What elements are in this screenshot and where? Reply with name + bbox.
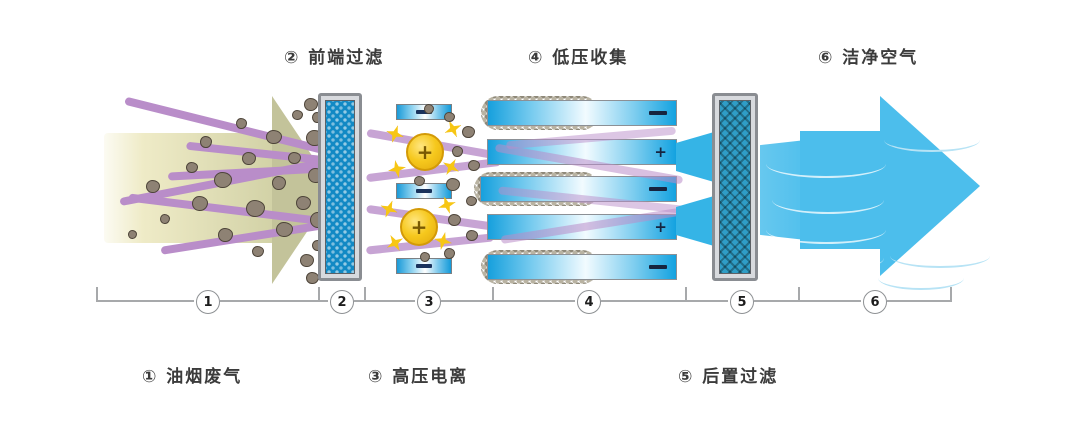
- charged-particle: [414, 176, 425, 186]
- airflow-wave: [766, 216, 886, 244]
- charged-particle: [444, 112, 455, 122]
- charged-particle: [466, 196, 477, 206]
- stage-label-2: ② 前端过滤: [284, 48, 385, 68]
- scale-line: [441, 300, 575, 302]
- positive-ion: +: [400, 208, 438, 246]
- grease-particle: [200, 136, 212, 148]
- grease-particle: [288, 152, 301, 164]
- grease-particle: [252, 246, 264, 257]
- scale-line: [220, 300, 328, 302]
- scale-segment-number: 5: [730, 290, 754, 314]
- minus-icon: [649, 265, 667, 269]
- scale-line: [96, 300, 194, 302]
- grease-particle: [160, 214, 170, 224]
- stage-label-4: ④ 低压收集: [528, 48, 629, 68]
- scale-line: [887, 300, 950, 302]
- scale-tick: [364, 287, 366, 302]
- scale-line: [754, 300, 861, 302]
- grease-particle: [272, 176, 286, 190]
- grease-particle: [218, 228, 233, 242]
- grease-particle: [186, 162, 198, 173]
- minus-icon: [416, 189, 432, 193]
- airflow-wave: [890, 244, 990, 268]
- grease-particle: [128, 230, 137, 239]
- grease-particle: [236, 118, 247, 129]
- minus-icon: [649, 187, 667, 191]
- filter-mesh: [719, 100, 751, 274]
- charged-particle: [448, 214, 461, 226]
- collector-plate-negative[interactable]: [487, 100, 677, 126]
- scale-tick: [950, 287, 952, 302]
- airflow-wave: [772, 186, 884, 214]
- scale-tick: [96, 287, 98, 302]
- scale-segment-number: 1: [196, 290, 220, 314]
- scale-line: [601, 300, 728, 302]
- grease-particle: [292, 110, 303, 120]
- stage-label-3: ③ 高压电离: [368, 367, 469, 387]
- scale-tick: [685, 287, 687, 302]
- grease-particle: [304, 98, 318, 111]
- grease-particle: [296, 196, 311, 210]
- scale-tick: [318, 287, 320, 302]
- scale-tick: [492, 287, 494, 302]
- plus-icon: +: [654, 217, 667, 236]
- positive-ion: +: [406, 133, 444, 171]
- minus-icon: [649, 111, 667, 115]
- scale-line: [354, 300, 415, 302]
- grease-particle: [276, 222, 293, 237]
- grease-particle: [300, 254, 314, 267]
- scale-segment-number: 6: [863, 290, 887, 314]
- charged-particle: [446, 178, 460, 191]
- charged-particle: [444, 248, 455, 259]
- grease-particle: [242, 152, 256, 165]
- scale-tick: [798, 287, 800, 302]
- front-filter-panel[interactable]: [318, 93, 362, 281]
- scale-segment-number: 2: [330, 290, 354, 314]
- charged-particle: [424, 104, 434, 114]
- filter-mesh: [325, 100, 355, 274]
- air-wedge: [676, 196, 714, 246]
- grease-particle: [214, 172, 232, 188]
- airflow-wave: [780, 244, 884, 272]
- airflow-wave: [884, 128, 980, 152]
- grease-particle: [146, 180, 160, 193]
- stage-label-1: ① 油烟废气: [142, 367, 243, 387]
- grease-particle: [192, 196, 208, 211]
- stage-label-5: ⑤ 后置过滤: [678, 367, 779, 387]
- airflow-wave: [878, 266, 964, 290]
- ionizer-bar-negative[interactable]: [396, 183, 452, 199]
- grease-particle: [246, 200, 265, 217]
- stage-label-6: ⑥ 洁净空气: [818, 48, 919, 68]
- collector-plate-negative[interactable]: [487, 254, 677, 280]
- plus-icon: +: [654, 142, 667, 161]
- airflow-wave: [766, 150, 886, 178]
- scale-segment-number: 4: [577, 290, 601, 314]
- charged-particle: [452, 146, 463, 157]
- rear-filter-panel[interactable]: [712, 93, 758, 281]
- grease-particle: [266, 130, 282, 144]
- minus-icon: [416, 264, 432, 268]
- charged-particle: [420, 252, 430, 262]
- air-wedge: [676, 132, 714, 182]
- charged-particle: [466, 230, 478, 241]
- charged-particle: [462, 126, 475, 138]
- scale-segment-number: 3: [417, 290, 441, 314]
- charged-particle: [468, 160, 480, 171]
